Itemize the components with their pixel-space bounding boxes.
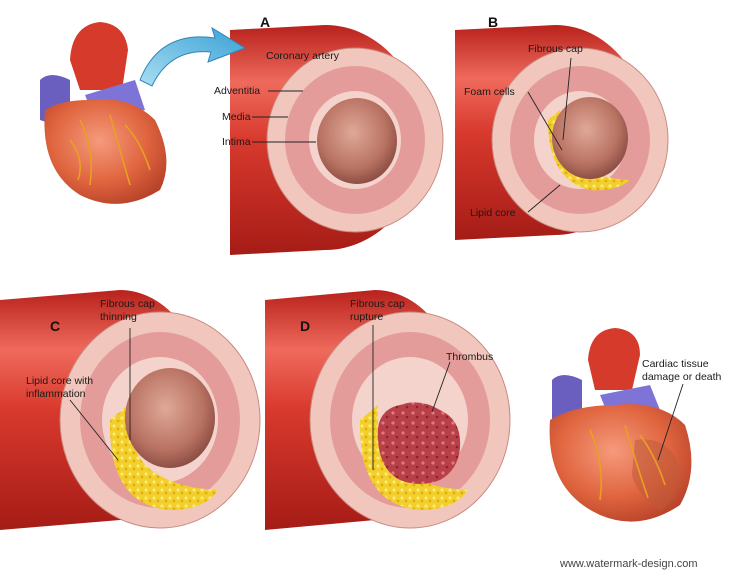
label-fibrous-cap-rupture-1: Fibrous cap	[350, 298, 405, 310]
leader-lipid-inflammation	[69, 399, 119, 461]
leader-lines	[69, 57, 684, 470]
panel-label-a: A	[260, 14, 271, 30]
label-lipid-inflammation-2: inflammation	[26, 388, 86, 400]
label-fibrous-cap-rupture-2: rupture	[350, 311, 384, 323]
label-cardiac-tissue-2: damage or death	[642, 371, 722, 383]
label-adventitia: Adventitia	[214, 85, 261, 97]
leader-foam-cells	[527, 91, 563, 151]
label-lipid-core: Lipid core	[470, 207, 516, 219]
heart-illustration-top	[40, 22, 167, 204]
damaged-tissue	[632, 439, 680, 510]
panel-label-b: B	[488, 14, 499, 30]
artery-c-lipid-core	[109, 405, 218, 510]
artery-a	[230, 25, 444, 255]
label-intima: Intima	[222, 136, 251, 148]
label-thrombus: Thrombus	[446, 351, 494, 363]
leader-cardiac	[657, 383, 684, 461]
coronary-vessels-bottom	[589, 424, 666, 501]
leader-lipid-core	[527, 184, 561, 213]
panel-label-d: D	[300, 318, 311, 334]
label-lipid-inflammation-1: Lipid core with	[26, 375, 94, 387]
label-fibrous-cap: Fibrous cap	[528, 43, 583, 55]
artery-d	[265, 290, 511, 530]
artery-c-lumen	[125, 368, 215, 468]
label-media: Media	[222, 111, 251, 123]
heart-illustration-bottom	[549, 328, 692, 522]
label-fibrous-cap-thinning-1: Fibrous cap	[100, 298, 155, 310]
panel-label-c: C	[50, 318, 61, 334]
label-foam-cells: Foam cells	[464, 86, 515, 98]
artery-b	[455, 25, 669, 240]
aorta-top	[70, 22, 128, 90]
label-cardiac-tissue-1: Cardiac tissue	[642, 358, 709, 370]
artery-d-thrombus	[377, 402, 461, 484]
leader-thrombus	[431, 361, 451, 413]
label-fibrous-cap-thinning-2: thinning	[100, 311, 137, 323]
heart-body-top	[44, 99, 167, 204]
label-coronary-artery: Coronary artery	[266, 50, 339, 62]
coronary-vessels-top	[69, 114, 151, 186]
artery-c	[0, 290, 261, 530]
artery-b-lumen	[552, 97, 628, 179]
artery-d-lipid-core	[359, 405, 468, 510]
leader-fibrous-cap-b	[562, 57, 572, 141]
pointer-arrow	[139, 26, 247, 87]
watermark-text: www.watermark-design.com	[560, 558, 698, 570]
aorta-bottom	[588, 328, 640, 390]
artery-a-lumen	[317, 98, 397, 184]
